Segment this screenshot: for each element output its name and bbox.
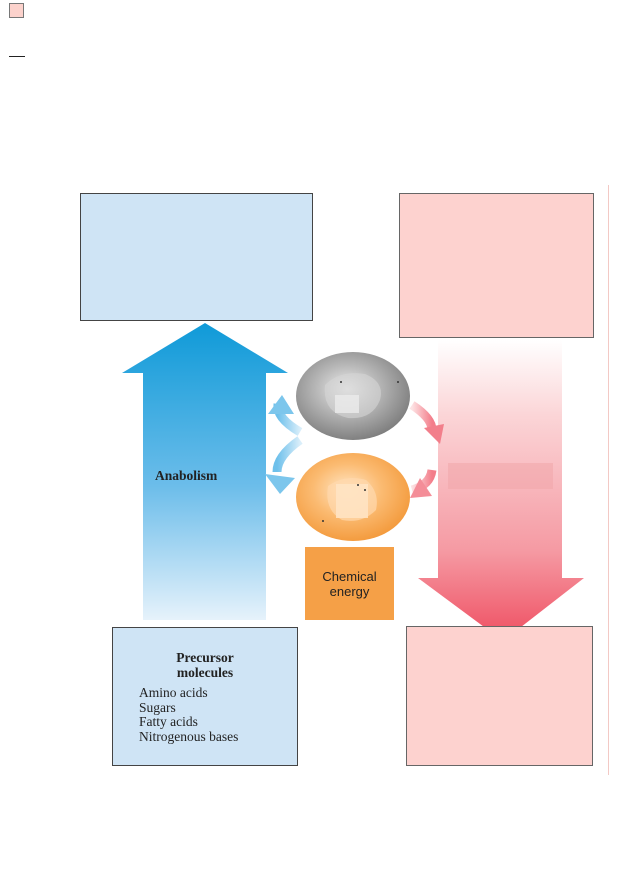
- right-divider: [608, 185, 609, 775]
- list-item: Amino acids: [139, 685, 208, 700]
- precursor-box: [112, 627, 298, 766]
- anabolism-label: Anabolism: [155, 468, 218, 483]
- chemical-energy-box: Chemical energy: [305, 547, 394, 620]
- legend-line: [9, 56, 25, 57]
- list-item: Nitrogenous bases: [139, 728, 239, 744]
- energy-poor-products-box: [406, 626, 593, 766]
- legend-swatch: [9, 3, 24, 18]
- anabolism-arrow: [122, 323, 288, 620]
- precursor-title: Precursor molecules: [112, 650, 298, 680]
- catabolism-arrow: [418, 340, 584, 641]
- precursor-list: Amino acids Sugars Fatty acids Nitrogeno…: [139, 685, 239, 744]
- adp-curve-blue: [272, 436, 303, 473]
- precursor-title-line1: Precursor: [176, 650, 234, 665]
- energy-nutrients-box: [399, 193, 594, 338]
- catabolism-label-band: [448, 463, 553, 489]
- list-item: Fatty acids: [139, 714, 198, 729]
- macromolecules-box: [80, 193, 313, 321]
- chemical-energy-line2: energy: [329, 583, 370, 599]
- chemical-energy-line1: Chemical: [322, 568, 377, 584]
- precursor-title-line2: molecules: [176, 665, 234, 680]
- list-item: Sugars: [139, 699, 176, 715]
- atp-to-catabolism-curve: [409, 401, 437, 431]
